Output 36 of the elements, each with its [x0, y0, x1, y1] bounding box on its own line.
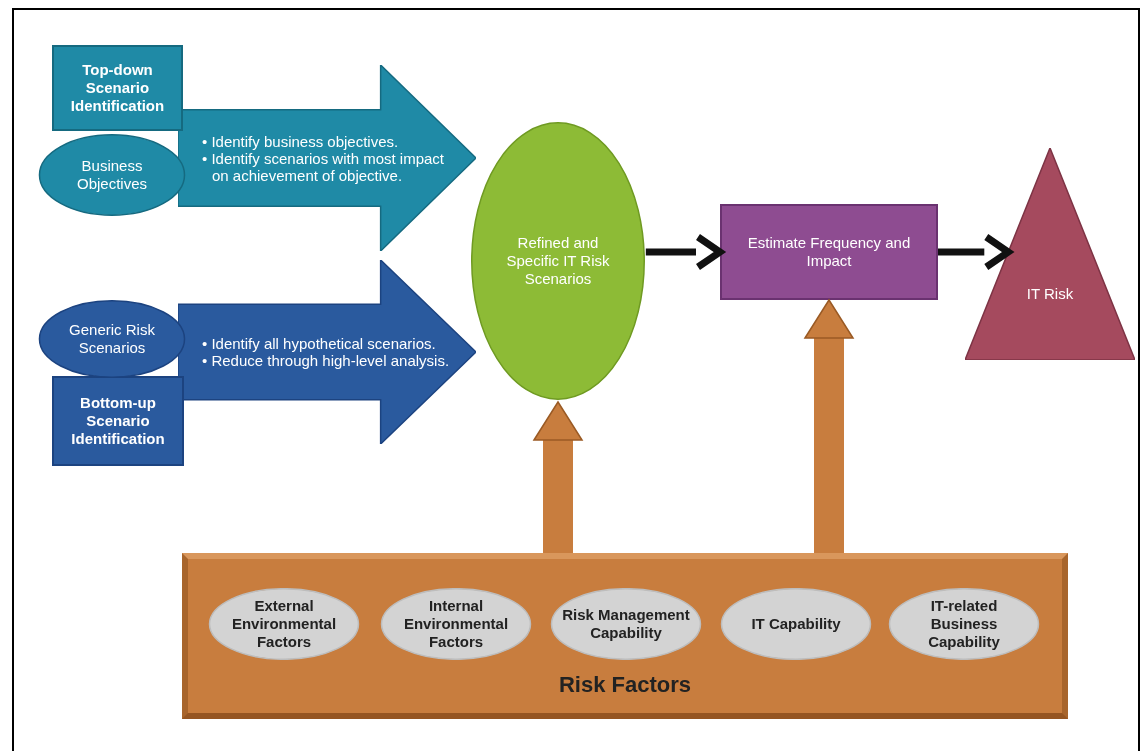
bullet-text: • Identify scenarios with most impact on achievement of objective. — [202, 149, 445, 184]
node-label: IT Risk — [1026, 285, 1074, 303]
process-box — [52, 376, 184, 466]
ellipse-node — [38, 300, 186, 378]
bullet-text: • Identify all hypothetical scenarios. — [202, 335, 437, 352]
node-label: Refined and Specific IT Risk Scenarios — [506, 234, 610, 288]
arrow — [645, 233, 724, 271]
block-arrow — [178, 65, 476, 251]
ellipse-node — [38, 134, 186, 216]
block-arrow — [178, 260, 476, 444]
process-box — [52, 45, 183, 131]
ellipse-node — [720, 588, 872, 660]
ellipse-node — [380, 588, 532, 660]
node-label: Generic Risk Scenarios — [68, 321, 156, 357]
ellipse-node — [550, 588, 702, 660]
node-label: Business Objectives — [76, 157, 148, 193]
block-arrow-connector — [804, 299, 854, 553]
block-arrow-connector — [533, 401, 583, 553]
bar-title: Risk Factors — [558, 671, 692, 699]
bullet-text: • Identify business objectives. — [202, 132, 400, 150]
triangle-node — [965, 148, 1135, 360]
node-label: External Environmental Factors — [230, 597, 338, 651]
node-label: Estimate Frequency and Impact — [746, 234, 912, 270]
node-label: Bottom-up Scenario Identification — [70, 394, 166, 448]
ellipse-node — [470, 120, 646, 402]
ellipse-node — [888, 588, 1040, 660]
node-label: Risk Management Capability — [561, 606, 691, 642]
node-label: Internal Environmental Factors — [402, 597, 510, 651]
node-label: IT Capability — [751, 615, 841, 633]
ellipse-node — [208, 588, 360, 660]
node-label: Top-down Scenario Identification — [69, 61, 166, 115]
factor-bar — [182, 553, 1068, 719]
node-label: IT-related Business Capability — [927, 597, 1001, 651]
arrow — [938, 233, 1012, 271]
bullet-text: • Reduce through high-level analysis. — [202, 352, 451, 369]
process-box — [720, 204, 938, 300]
